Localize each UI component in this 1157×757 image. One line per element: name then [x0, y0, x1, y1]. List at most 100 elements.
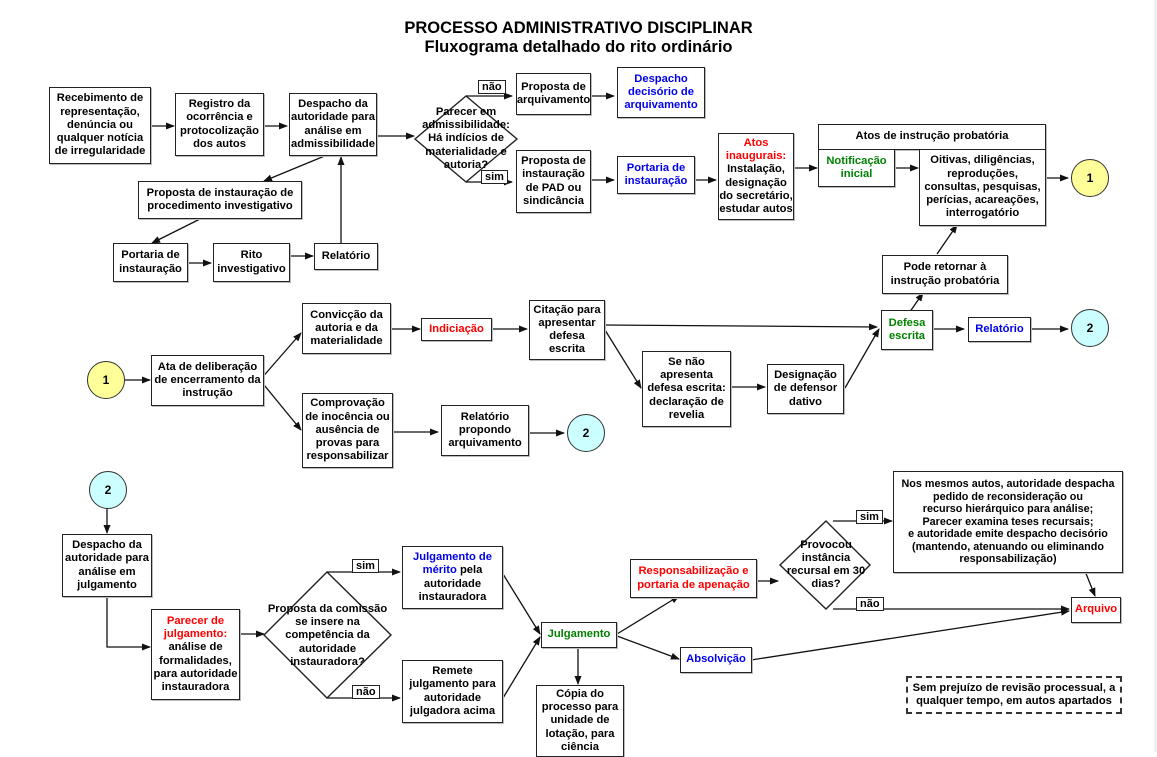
decision-admissibilidade-text: Parecer em admissibilidade: Há indícios …	[422, 105, 510, 171]
node-parecer-title: Parecer de julgamento:	[163, 614, 228, 641]
node-proposta-arquivamento: Proposta de arquivamento	[516, 73, 591, 115]
edge-julgamento-absolvicao	[616, 635, 680, 660]
node-recurso: Nos mesmos autos, autoridade despacha pe…	[893, 471, 1123, 573]
node-despacho-admissibilidade: Despacho da autoridade para análise em a…	[289, 93, 377, 156]
connector-2-in: 2	[89, 471, 127, 509]
diagram-title: PROCESSO ADMINISTRATIVO DISCIPLINAR	[404, 19, 753, 37]
node-parecer-julgamento: Parecer de julgamento: análise de formal…	[151, 609, 240, 700]
node-defensor-dativo: Designação de defensor dativo	[767, 364, 844, 414]
label-nao-competencia: não	[352, 685, 380, 699]
edge-dativo-defesa	[844, 328, 880, 389]
node-relatorio-investigativo-text: Relatório	[321, 249, 371, 262]
node-arquivo: Arquivo	[1071, 597, 1121, 623]
node-registro-text: Registro da ocorrência e protocolização …	[180, 98, 259, 150]
decision-admissibilidade-diamond	[413, 95, 519, 183]
connector-2-out-b: 2	[567, 414, 605, 452]
node-atos-inaugurais-body: Instalação, designação do secretário, es…	[719, 163, 793, 215]
node-proposta-pad: Proposta de instauração de PAD ou sindic…	[516, 150, 591, 213]
node-comprovacao: Comprovação de inocência ou ausência de …	[302, 393, 393, 468]
edge-ata-conviccao	[259, 332, 302, 381]
label-sim: sim	[481, 170, 508, 184]
edge-merito-julgamento	[502, 573, 541, 635]
node-indiciacao-text: Indiciação	[429, 322, 484, 335]
edge-absolvicao-arquivo	[750, 608, 1070, 661]
node-ata-deliberacao-text: Ata de deliberação de encerramento da in…	[154, 360, 261, 400]
edge-remete-julgamento	[502, 636, 541, 699]
node-despacho-arquivamento-text: Despacho decisório de arquivamento	[624, 72, 698, 112]
edge-proposta-inv-portaria	[151, 218, 201, 244]
node-recurso-line: e autoridade emite despacho decisório	[908, 528, 1108, 541]
node-citacao-text: Citação para apresentar defesa escrita	[533, 303, 601, 356]
edge-despacho-parecer	[106, 597, 151, 651]
node-julgamento-text: Julgamento	[547, 628, 611, 641]
node-julgamento-merito-title: Julgamento de mérito	[413, 551, 492, 577]
node-relatorio-arquivamento-text: Relatório propondo arquivamento	[448, 410, 522, 450]
decision-recurso-diamond	[778, 520, 871, 610]
node-notificacao-text: Notificação inicial	[826, 155, 887, 181]
note-revisao: Sem prejuízo de revisão processual, a qu…	[906, 676, 1122, 714]
edge-despacho-proposta-inv	[263, 154, 328, 182]
node-oitivas: Oitivas, diligências, reproduções, consu…	[919, 149, 1046, 226]
label-nao: não	[478, 80, 506, 94]
node-recurso-line: pedido de reconsideração ou	[933, 490, 1083, 503]
node-portaria-investigativo: Portaria de instauração	[113, 243, 188, 282]
node-arquivo-text: Arquivo	[1074, 603, 1118, 616]
node-recurso-line: recurso hierárquico para análise;	[922, 503, 1094, 516]
node-julgamento: Julgamento	[541, 622, 617, 648]
node-portaria-investigativo-text: Portaria de instauração	[119, 249, 182, 275]
node-relatorio-text: Relatório	[975, 322, 1024, 335]
node-defensor-dativo-text: Designação de defensor dativo	[773, 369, 838, 408]
node-defesa-escrita: Defesa escrita	[881, 310, 933, 350]
node-proposta-arquivamento-text: Proposta de arquivamento	[516, 80, 591, 106]
connector-1-out: 1	[1071, 159, 1109, 197]
node-remete-julgamento-text: Remete julgamento para autoridade julgad…	[409, 665, 496, 717]
node-relatorio: Relatório	[968, 317, 1031, 342]
edge-retornar-oitivas	[936, 224, 958, 255]
node-indiciacao: Indiciação	[421, 318, 492, 341]
scrollbar[interactable]	[1154, 0, 1157, 752]
label-sim-recurso: sim	[856, 510, 883, 524]
node-notificacao: Notificação inicial	[818, 149, 895, 187]
node-despacho-julgamento-text: Despacho da autoridade para análise em j…	[65, 539, 149, 591]
node-julgamento-merito: Julgamento de mérito pela autoridade ins…	[402, 546, 503, 609]
node-recebimento-text: Recebimento de representação, denúncia o…	[54, 92, 146, 158]
node-recebimento: Recebimento de representação, denúncia o…	[49, 87, 151, 164]
node-recurso-line: (mantendo, atenuando ou eliminando	[912, 540, 1104, 553]
edge-ata-comprovacao	[259, 379, 302, 431]
node-registro: Registro da ocorrência e protocolização …	[175, 93, 264, 156]
node-conviccao: Convicção da autoria e da materialidade	[302, 303, 391, 354]
node-julgamento-merito-text: Julgamento de mérito pela autoridade ins…	[403, 551, 502, 604]
node-recurso-line: responsabilização)	[959, 553, 1057, 566]
decision-recurso-text: Provocou instância recursal em 30 dias?	[786, 538, 866, 591]
node-conviccao-text: Convicção da autoria e da materialidade	[310, 308, 383, 348]
node-comprovacao-text: Comprovação de inocência ou ausência de …	[305, 397, 390, 463]
node-recurso-line: Nos mesmos autos, autoridade despacha	[901, 478, 1115, 491]
node-oitivas-text: Oitivas, diligências, reproduções, consu…	[924, 154, 1041, 220]
node-parecer-body: análise de formalidades, para autoridade…	[153, 641, 238, 693]
node-citacao: Citação para apresentar defesa escrita	[529, 300, 605, 360]
node-despacho-julgamento: Despacho da autoridade para análise em j…	[62, 534, 152, 597]
node-rito-investigativo-text: Rito investigativo	[217, 249, 286, 275]
node-proposta-pad-text: Proposta de instauração de PAD ou sindic…	[521, 155, 586, 207]
node-atos-instrucao-header-text: Atos de instrução probatória	[855, 130, 1009, 143]
node-recurso-line: Parecer examina teses recursais;	[922, 515, 1094, 528]
node-copia-text: Cópia do processo para unidade de lotaçã…	[541, 687, 619, 753]
node-remete-julgamento: Remete julgamento para autoridade julgad…	[402, 660, 503, 723]
connector-2-out-a: 2	[1071, 309, 1109, 347]
node-atos-instrucao-header: Atos de instrução probatória	[818, 124, 1046, 150]
node-portaria-instauracao-text: Portaria de instauração	[624, 161, 688, 187]
node-proposta-investigativo-text: Proposta de instauração de procedimento …	[146, 186, 294, 212]
node-despacho-admissibilidade-text: Despacho da autoridade para análise em a…	[291, 98, 375, 150]
node-absolvicao-text: Absolvição	[686, 653, 746, 666]
node-copia: Cópia do processo para unidade de lotaçã…	[536, 685, 624, 757]
node-atos-inaugurais-title: Atos inaugurais:	[725, 136, 787, 163]
node-julgamento-merito-body: pela autoridade instauradora	[418, 564, 487, 603]
node-defesa-escrita-text: Defesa escrita	[888, 316, 926, 342]
node-absolvicao: Absolvição	[680, 647, 752, 673]
edge-citacao-revelia	[604, 329, 642, 389]
edge-julgamento-resp	[616, 595, 680, 635]
node-relatorio-investigativo: Relatório	[314, 243, 378, 270]
node-ata-deliberacao: Ata de deliberação de encerramento da in…	[151, 355, 264, 406]
decision-competencia-text: Proposta da comissão se insere na compet…	[267, 602, 388, 668]
